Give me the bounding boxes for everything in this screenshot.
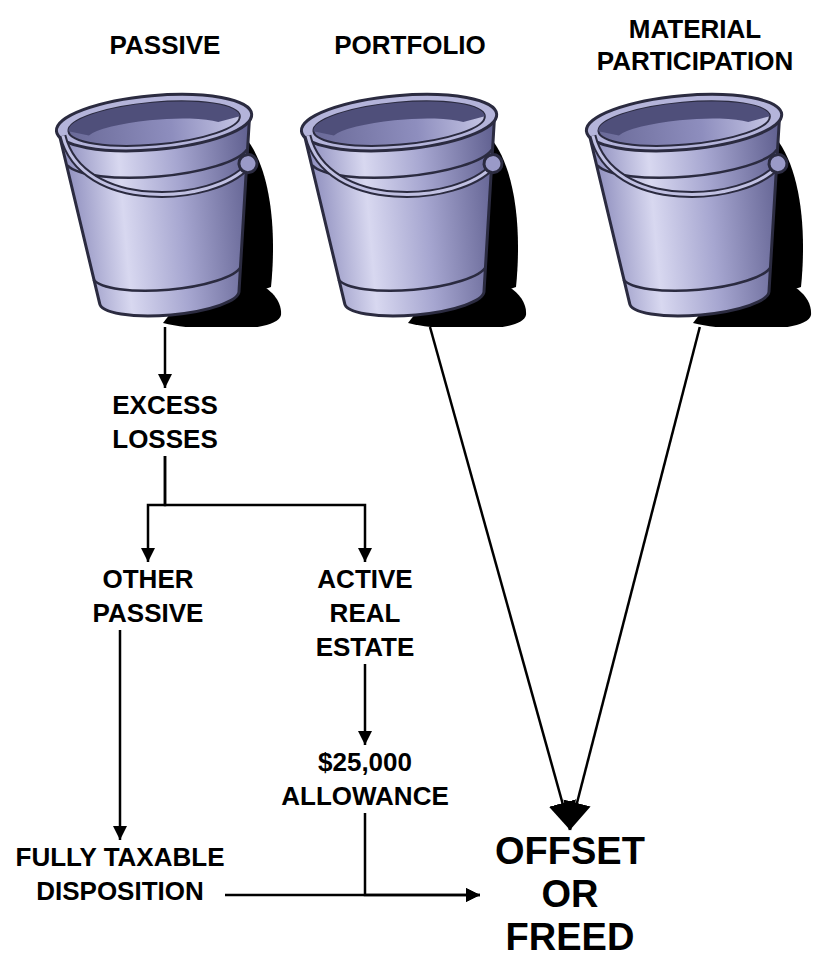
flow-arrow [225, 894, 480, 897]
flow-step: EXCESS LOSSES [75, 388, 255, 456]
flow-step: FULLY TAXABLE DISPOSITION [15, 840, 225, 908]
flow-arrow [164, 327, 167, 388]
flow-step: OFFSET OR FREED [480, 830, 660, 959]
node-text: OTHER PASSIVE [63, 562, 233, 630]
flow-arrow [148, 456, 165, 562]
bucket-heading: MATERIAL PARTICIPATION [575, 12, 815, 77]
bucket-heading: PORTFOLIO [285, 12, 535, 77]
bucket-illustration [285, 77, 535, 327]
bucket-node: PASSIVE [40, 12, 290, 327]
bucket-shape [54, 87, 281, 327]
node-text: ACTIVE REAL ESTATE [280, 562, 450, 664]
bucket-heading: PASSIVE [40, 12, 290, 77]
flow-arrow [165, 456, 365, 562]
bucket-shape [584, 87, 811, 327]
bucket-illustration [40, 77, 290, 327]
node-text: $25,000 ALLOWANCE [265, 745, 465, 813]
bucket-node: PORTFOLIO [285, 12, 535, 327]
node-text: OFFSET OR FREED [480, 830, 660, 959]
bucket-illustration [575, 77, 815, 327]
flow-arrow [365, 813, 480, 895]
flow-step: OTHER PASSIVE [63, 562, 233, 630]
flow-arrow [430, 327, 570, 830]
node-text: PORTFOLIO [285, 29, 535, 61]
bucket-shape [299, 87, 526, 327]
flow-step: ACTIVE REAL ESTATE [280, 562, 450, 664]
bucket-node: MATERIAL PARTICIPATION [575, 12, 815, 327]
node-text: MATERIAL PARTICIPATION [575, 13, 815, 77]
node-text: EXCESS LOSSES [75, 388, 255, 456]
flow-arrow [119, 630, 122, 840]
flow-arrow [570, 327, 700, 830]
flow-arrow [364, 664, 367, 745]
flow-step: $25,000 ALLOWANCE [265, 745, 465, 813]
node-text: PASSIVE [40, 29, 290, 61]
node-text: FULLY TAXABLE DISPOSITION [15, 840, 225, 908]
